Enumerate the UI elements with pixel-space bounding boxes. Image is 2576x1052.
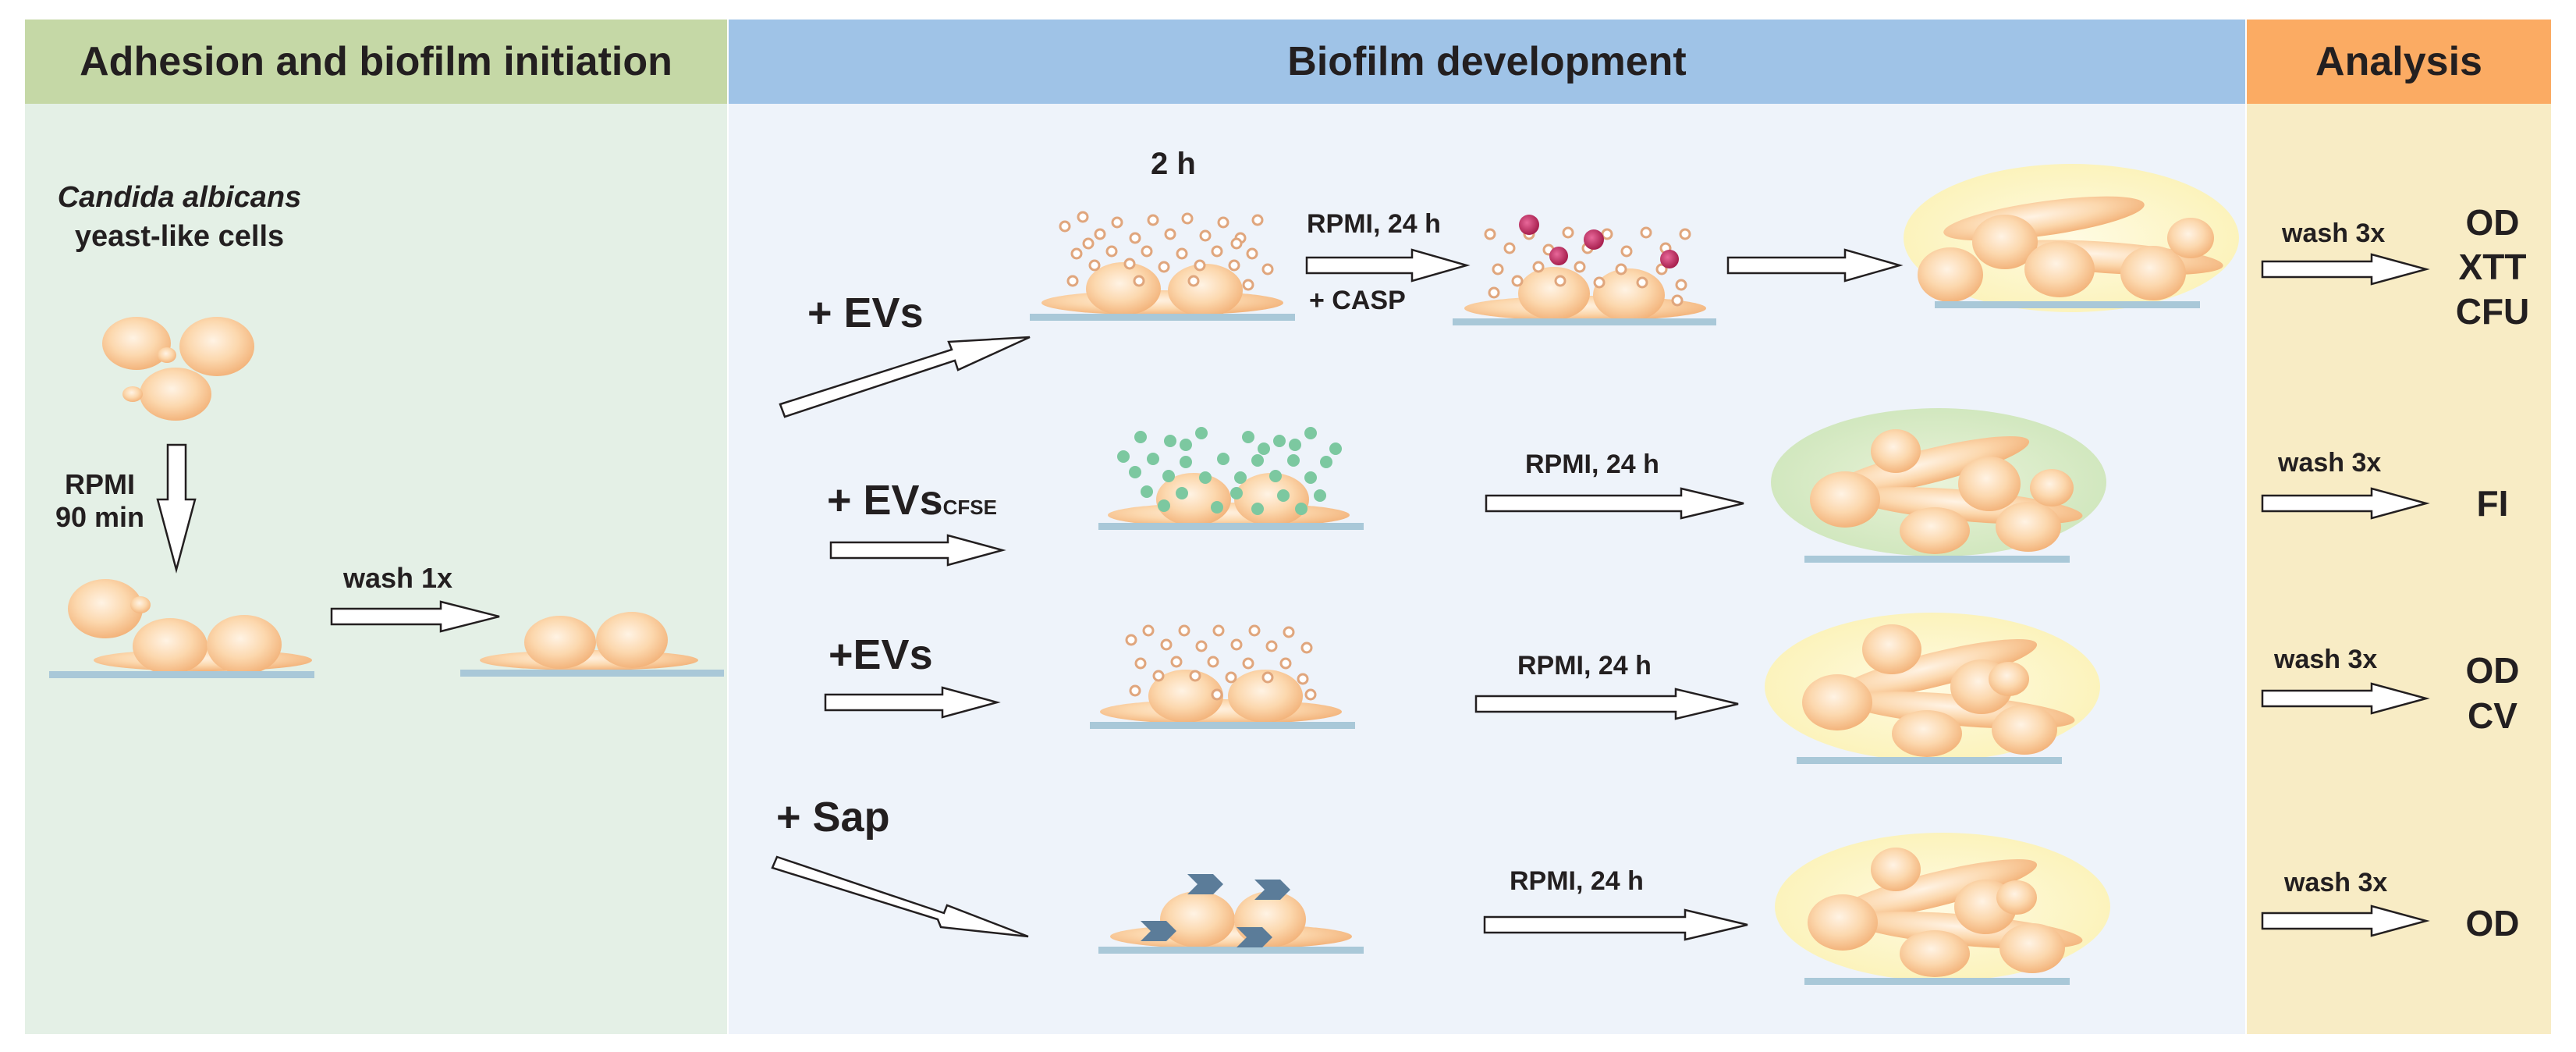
arrow-row1-casp <box>1305 248 1471 283</box>
row2-treatment: + EVsCFSE <box>827 476 997 524</box>
casp-particle <box>1584 229 1604 250</box>
row3-treatment: +EVs <box>829 631 933 678</box>
adhesion-header: Adhesion and biofilm initiation <box>25 20 727 104</box>
sap-enzyme <box>1237 927 1272 947</box>
yeast-cells-cluster <box>102 317 254 421</box>
analysis-row4-readout-1: OD <box>2465 903 2520 944</box>
row2-cells-cfse <box>1098 427 1364 530</box>
row1-cells-casp <box>1453 215 1716 325</box>
analysis-row4-wash: wash 3x <box>2284 868 2388 897</box>
wash-1x-label: wash 1x <box>343 562 453 594</box>
casp-particle <box>1519 215 1539 235</box>
arrow-row2-rpmi <box>1485 487 1744 520</box>
analysis-row3-wash: wash 3x <box>2274 645 2378 674</box>
arrow-row4-rpmi <box>1483 908 1748 941</box>
arrow-row2-in <box>829 534 1006 567</box>
arrow-analysis-3 <box>2261 682 2430 715</box>
adhered-cells-left <box>49 579 314 678</box>
row4-treatment: + Sap <box>776 794 890 841</box>
rpmi-label: RPMI <box>65 468 135 500</box>
row1-cells-evs <box>1030 211 1295 321</box>
analysis-title: Analysis <box>2315 39 2482 84</box>
row4-condition: RPMI, 24 h <box>1510 866 1644 896</box>
arrow-wash-1x <box>330 600 500 633</box>
row2-treatment-main: + EVs <box>827 477 943 524</box>
organism-name: Candida albicans <box>57 181 302 214</box>
arrow-row1-in <box>779 336 1031 418</box>
adhesion-title: Adhesion and biofilm initiation <box>80 39 672 84</box>
casp-particle <box>1660 250 1679 268</box>
row1-condition: RPMI, 24 h <box>1307 209 1441 239</box>
analysis-row3-readout-1: OD <box>2465 650 2520 691</box>
analysis-row2-wash: wash 3x <box>2278 448 2382 478</box>
analysis-header: Analysis <box>2247 20 2551 104</box>
arrow-row4-in <box>771 855 1029 938</box>
row2-condition: RPMI, 24 h <box>1525 450 1659 479</box>
development-title: Biofilm development <box>1287 39 1687 84</box>
development-header: Biofilm development <box>729 20 2245 104</box>
row2-mature-biofilm <box>1771 408 2106 563</box>
row1-treatment: + EVs <box>807 290 924 336</box>
arrow-down-rpmi <box>156 443 197 574</box>
row3-mature-biofilm <box>1765 613 2100 764</box>
cell-type-label: yeast-like cells <box>74 220 285 253</box>
analysis-row1-readout-2: XTT <box>2458 247 2527 287</box>
row4-cells-sap <box>1098 874 1364 954</box>
duration-label: 90 min <box>55 501 145 533</box>
analysis-row2-readout-1: FI <box>2476 483 2509 524</box>
sap-enzyme <box>1141 921 1176 941</box>
time-label: 2 h <box>1151 147 1196 181</box>
sap-enzyme <box>1254 880 1290 900</box>
sap-enzyme <box>1187 874 1223 894</box>
casp-particle <box>1549 247 1568 265</box>
arrow-row3-in <box>824 686 1001 719</box>
row1-mature-biofilm <box>1904 164 2239 312</box>
arrow-analysis-2 <box>2261 487 2430 520</box>
row3-cells-evs <box>1090 624 1355 729</box>
row1-extra: + CASP <box>1309 286 1406 315</box>
analysis-row1-wash: wash 3x <box>2282 219 2386 248</box>
row2-treatment-sub: CFSE <box>942 496 997 519</box>
adhered-cells-right <box>460 612 724 677</box>
arrow-row3-rpmi <box>1474 688 1739 720</box>
analysis-row1-readout-1: OD <box>2465 202 2520 243</box>
analysis-row1-readout-3: CFU <box>2455 291 2530 332</box>
analysis-panel <box>2247 20 2551 1034</box>
analysis-row3-readout-2: CV <box>2468 695 2517 736</box>
row3-condition: RPMI, 24 h <box>1517 651 1652 681</box>
adhesion-panel <box>25 20 727 1034</box>
arrow-analysis-4 <box>2261 905 2430 937</box>
arrow-analysis-1 <box>2261 253 2430 286</box>
row4-mature-biofilm <box>1775 833 2110 985</box>
arrow-row1-mature <box>1726 248 1904 283</box>
